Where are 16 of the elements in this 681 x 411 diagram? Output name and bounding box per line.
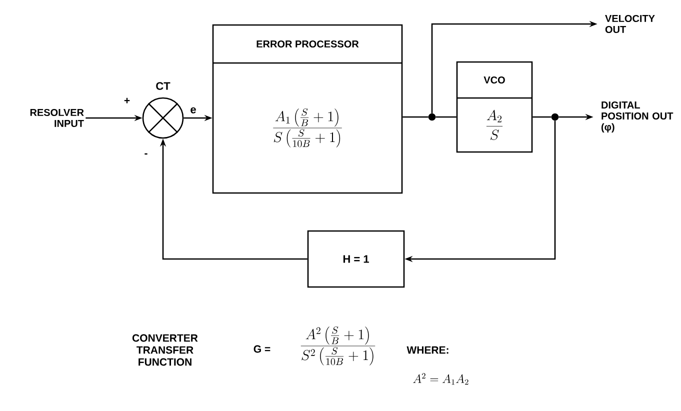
formula: $\frac{A^2\left(\frac{S}{B}+1\right)}{S^2\left(\frac{S}{10B}+1\right)}$ [300,326,376,366]
edge-label: e [189,106,198,114]
junction-caption: CT [156,82,170,90]
caption-text: CONVERTER TRANSFER FUNCTION [132,334,198,366]
input-output-label: RESOLVER INPUT [30,108,84,128]
summing-junction [142,97,184,139]
feedback-block: H = 1 [307,230,405,288]
formula-text: G = [254,345,270,353]
sign-label: - [144,153,148,155]
input-output-label: VELOCITY OUT [605,14,655,34]
caption-text: WHERE: [406,346,448,354]
sign-label: + [124,98,130,104]
formula: $A^2 = A_1A_2$ [413,373,468,385]
input-output-label: DIGITAL POSITION OUT (φ) [602,101,674,133]
transfer-function-block: ERROR PROCESSOR $\frac{A_1\left(\frac{S}{B}+1\right)}{S\left(\frac{S}{10B}+1\right)}$ [212,24,403,194]
transfer-function-block: VCO $\frac{A_2}{S}$ [456,61,533,153]
